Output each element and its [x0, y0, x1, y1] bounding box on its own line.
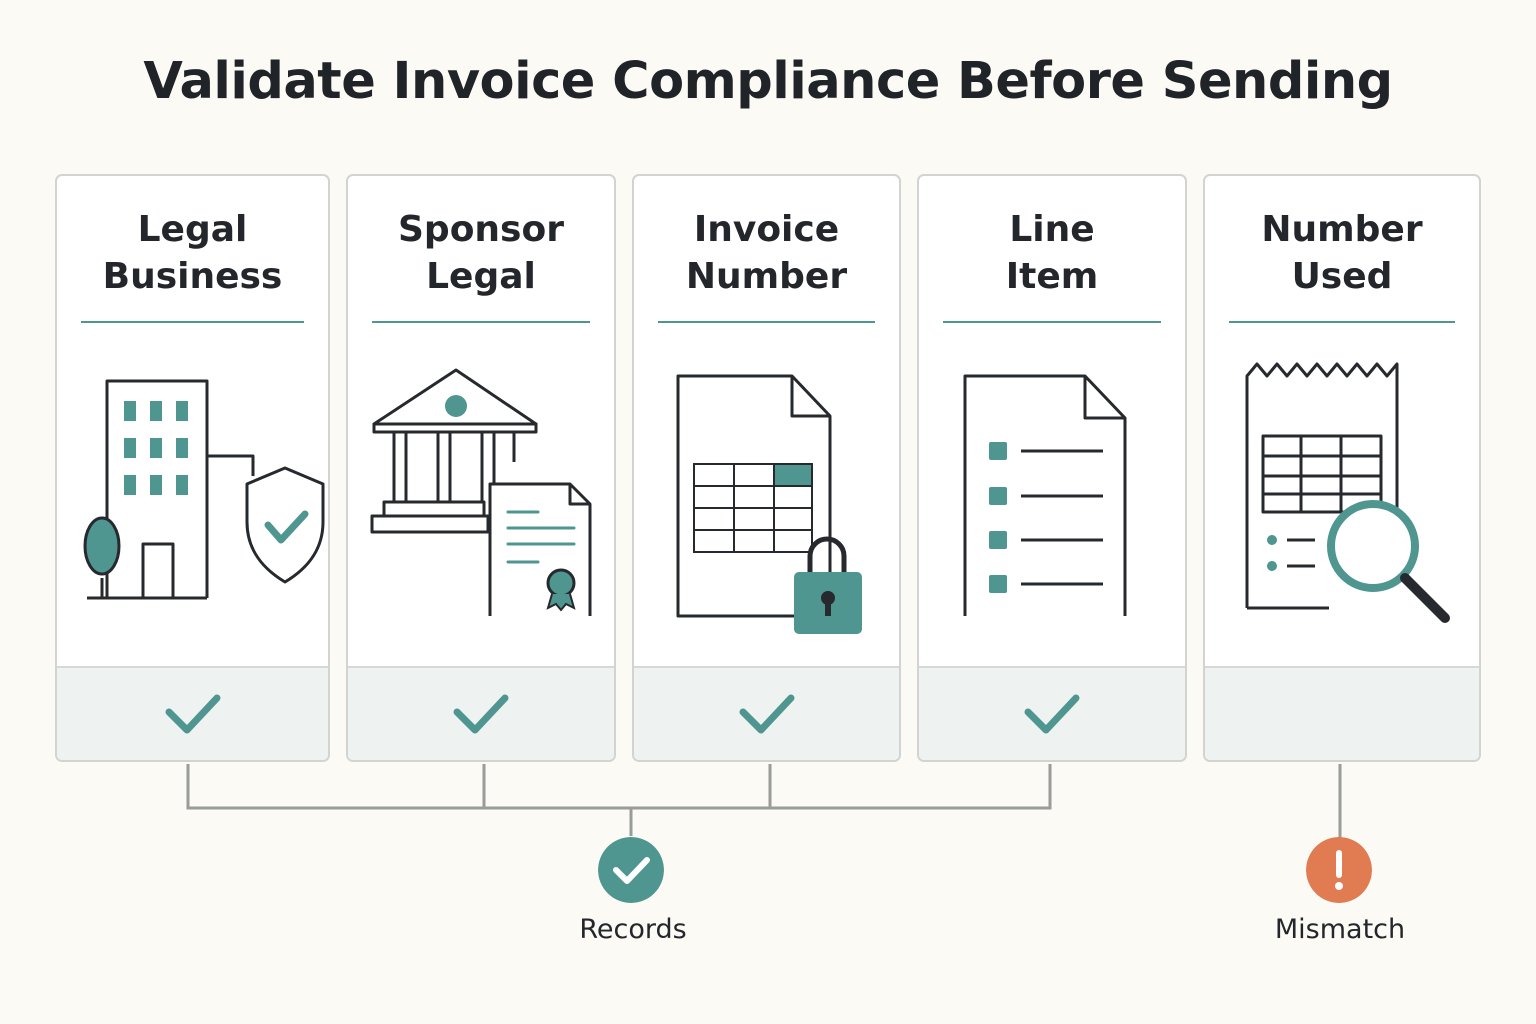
- card-title: Invoice Number: [685, 209, 848, 297]
- card-status-area: [1205, 666, 1479, 760]
- card-title: Legal Business: [102, 209, 283, 297]
- records-label: Records: [579, 914, 687, 945]
- card-number-used: Number Used: [1203, 174, 1481, 762]
- receipt-magnifier-icon: [1245, 362, 1450, 623]
- divider: [943, 321, 1161, 323]
- card-legal-business: Legal Business: [55, 174, 330, 762]
- card-status-area: [348, 666, 614, 760]
- page-title: Validate Invoice Compliance Before Sendi…: [143, 52, 1393, 111]
- card-title: Line Item: [1005, 209, 1099, 297]
- card-title: Sponsor Legal: [398, 209, 564, 297]
- card-status-area: [57, 666, 328, 760]
- divider: [1229, 321, 1455, 323]
- exclamation-circle-icon: [1306, 837, 1372, 903]
- card-invoice-number: Invoice Number: [632, 174, 901, 762]
- card-title: Number Used: [1261, 209, 1423, 297]
- check-circle-icon: [598, 837, 664, 903]
- check-icon: [165, 694, 220, 734]
- mismatch-label: Mismatch: [1274, 914, 1406, 945]
- building-shield-icon: [83, 379, 325, 600]
- check-icon: [739, 694, 794, 734]
- divider: [658, 321, 875, 323]
- divider: [81, 321, 304, 323]
- divider: [372, 321, 590, 323]
- bank-document-icon: [370, 368, 592, 616]
- card-status-area: [919, 666, 1185, 760]
- spreadsheet-lock-icon: [676, 374, 862, 634]
- check-icon: [453, 694, 509, 734]
- check-icon: [1024, 694, 1080, 734]
- checklist-document-icon: [963, 374, 1127, 616]
- card-line-item: Line Item: [917, 174, 1187, 762]
- card-sponsor-legal: Sponsor Legal: [346, 174, 616, 762]
- card-status-area: [634, 666, 899, 760]
